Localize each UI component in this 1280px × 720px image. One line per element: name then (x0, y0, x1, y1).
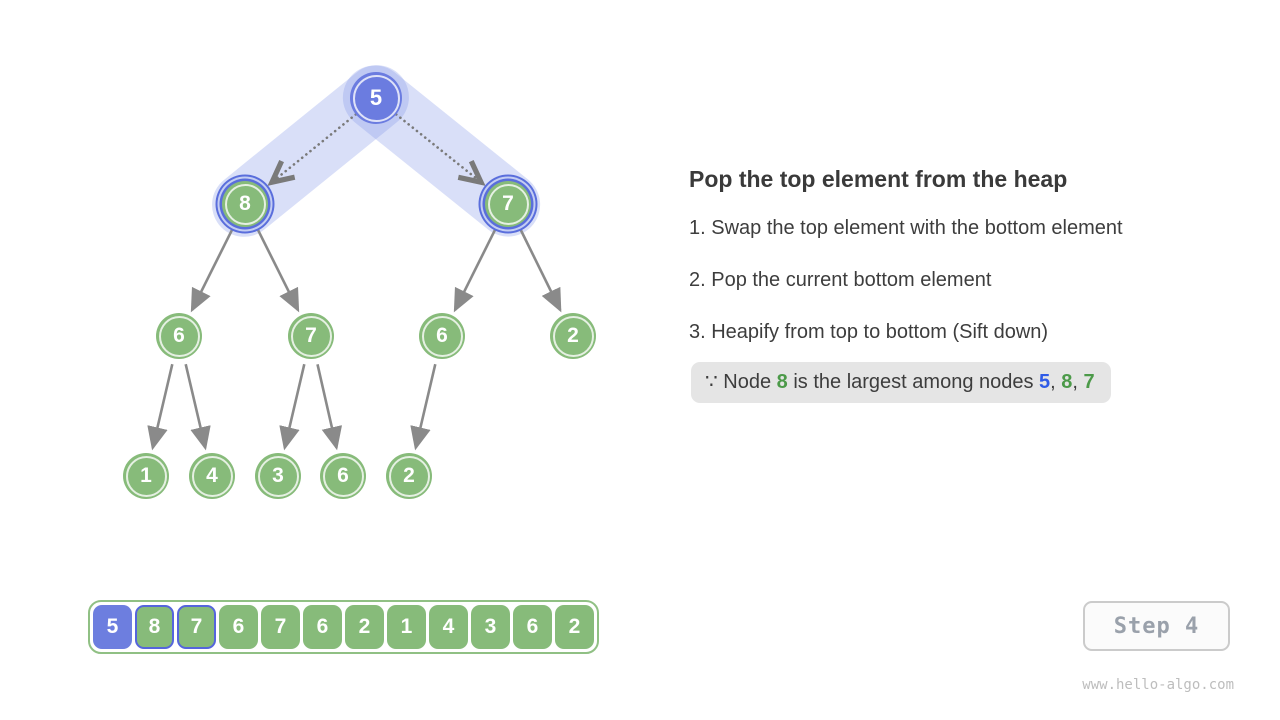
tree-node: 7 (288, 313, 334, 359)
swap-arrow-right (394, 113, 486, 186)
tree-node: 4 (189, 453, 235, 499)
tree-node-root: 5 (350, 72, 402, 124)
tree-edge (147, 363, 174, 451)
tree-node: 1 (123, 453, 169, 499)
array-cell: 7 (177, 605, 216, 649)
panel-title: Pop the top element from the heap (689, 166, 1068, 192)
array-cell: 4 (429, 605, 468, 649)
note-text: ∵ Node (705, 371, 777, 393)
note-text: , (1050, 371, 1062, 393)
tree-edge (256, 229, 300, 313)
array-cell: 6 (219, 605, 258, 649)
panel-step-2: 2. Pop the current bottom element (689, 269, 992, 291)
tree-edge (410, 363, 437, 451)
array-cell: 5 (93, 605, 132, 649)
note-node-7: 7 (1083, 371, 1095, 393)
tree-edge (453, 229, 497, 313)
array-cell: 2 (555, 605, 594, 649)
array-cell: 3 (471, 605, 510, 649)
tree-node: 6 (156, 313, 202, 359)
note-node-8: 8 (776, 371, 788, 393)
array-cell: 1 (387, 605, 426, 649)
tree-node: 2 (550, 313, 596, 359)
array-cell: 7 (261, 605, 300, 649)
tree-edge (519, 229, 562, 313)
tree-node: 2 (386, 453, 432, 499)
array-cell: 6 (513, 605, 552, 649)
tree-edge (316, 364, 343, 451)
note-text: , (1072, 371, 1084, 393)
tree-node: 6 (320, 453, 366, 499)
tree-edge (184, 363, 211, 451)
array-cell: 6 (303, 605, 342, 649)
array-cell: 8 (135, 605, 174, 649)
tree-node: 3 (255, 453, 301, 499)
note-node-5: 5 (1039, 371, 1051, 393)
note-text: is the largest among nodes (787, 371, 1040, 393)
tree-node: 6 (419, 313, 465, 359)
array-cell: 2 (345, 605, 384, 649)
heap-array: 5 8 7 6 7 6 2 1 4 3 6 2 (88, 600, 599, 654)
panel-step-1: 1. Swap the top element with the bottom … (689, 217, 1123, 239)
watermark: www.hello-algo.com (1082, 677, 1234, 693)
note-node-8b: 8 (1061, 371, 1073, 393)
panel-step-3: 3. Heapify from top to bottom (Sift down… (689, 321, 1049, 343)
tree-node-right-child: 7 (485, 181, 531, 227)
tree-edge (190, 229, 234, 313)
swap-arrow-left (267, 113, 358, 186)
reason-note: ∵ Node 8 is the largest among nodes 5, 8… (691, 362, 1111, 403)
tree-edge (279, 363, 306, 451)
tree-node-left-child: 8 (222, 181, 268, 227)
step-badge[interactable]: Step 4 (1083, 601, 1230, 651)
